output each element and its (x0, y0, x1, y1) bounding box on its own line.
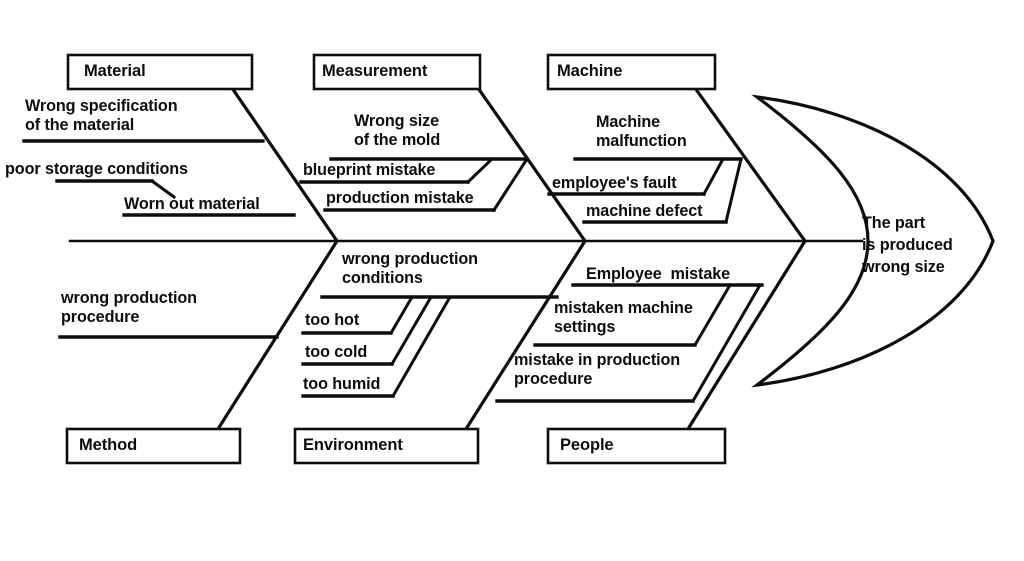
connector-machine-2 (701, 156, 726, 197)
category-label-machine: Machine (557, 62, 623, 80)
cause-label-measurement-3: production mistake (326, 189, 474, 207)
category-label-people: People (560, 436, 614, 454)
rib-method (215, 238, 340, 432)
rib-measurement (475, 85, 588, 244)
effect-label: The part is produced wrong size (862, 214, 953, 276)
cause-label-environment-4: too humid (303, 375, 381, 393)
cause-label-environment-2: too hot (305, 311, 360, 329)
connector-people-3 (690, 282, 763, 404)
cause-label-material-3: Worn out material (124, 195, 260, 213)
cause-label-environment-3: too cold (305, 343, 368, 361)
category-label-method: Method (79, 436, 138, 454)
category-label-material: Material (84, 62, 146, 80)
cause-label-people-3: mistake in production procedure (514, 351, 681, 388)
effect-head-shape (751, 94, 995, 388)
category-box-material[interactable] (66, 53, 254, 91)
category-box-people[interactable] (546, 427, 727, 465)
connector-environment-3 (389, 294, 434, 367)
connector-measurement-3 (491, 156, 530, 213)
cause-label-measurement-2: blueprint mistake (303, 161, 436, 179)
cause-label-machine-3: machine defect (586, 202, 703, 220)
cause-label-people-2: mistaken machine settings (554, 299, 693, 336)
cause-label-method-1: wrong production procedure (61, 289, 197, 326)
cause-label-machine-2: employee's fault (552, 174, 677, 192)
cause-label-material-2: poor storage conditions (5, 160, 188, 178)
cause-label-material-1: Wrong specification of the material (25, 97, 178, 134)
cause-label-environment-1: wrong production conditions (342, 250, 478, 287)
connector-environment-4 (390, 294, 453, 399)
cause-label-machine-1: Machine malfunction (596, 113, 687, 150)
connector-measurement-2 (465, 156, 495, 185)
category-label-measurement: Measurement (322, 62, 428, 80)
connector-environment-2 (388, 294, 415, 336)
connector-material-2 (149, 178, 177, 200)
rib-environment (463, 238, 588, 432)
connector-people-2 (692, 282, 733, 348)
category-box-method[interactable] (65, 427, 242, 465)
rib-material (229, 85, 340, 244)
cause-label-people-1: Employee mistake (586, 265, 731, 283)
cause-label-measurement-1: Wrong size of the mold (354, 112, 441, 149)
category-box-environment[interactable] (293, 427, 480, 465)
rib-people (685, 238, 808, 432)
category-box-measurement[interactable] (312, 53, 482, 91)
category-label-environment: Environment (303, 436, 403, 454)
rib-machine (692, 85, 808, 244)
connector-machine-3 (724, 157, 743, 224)
category-box-machine[interactable] (546, 53, 717, 91)
